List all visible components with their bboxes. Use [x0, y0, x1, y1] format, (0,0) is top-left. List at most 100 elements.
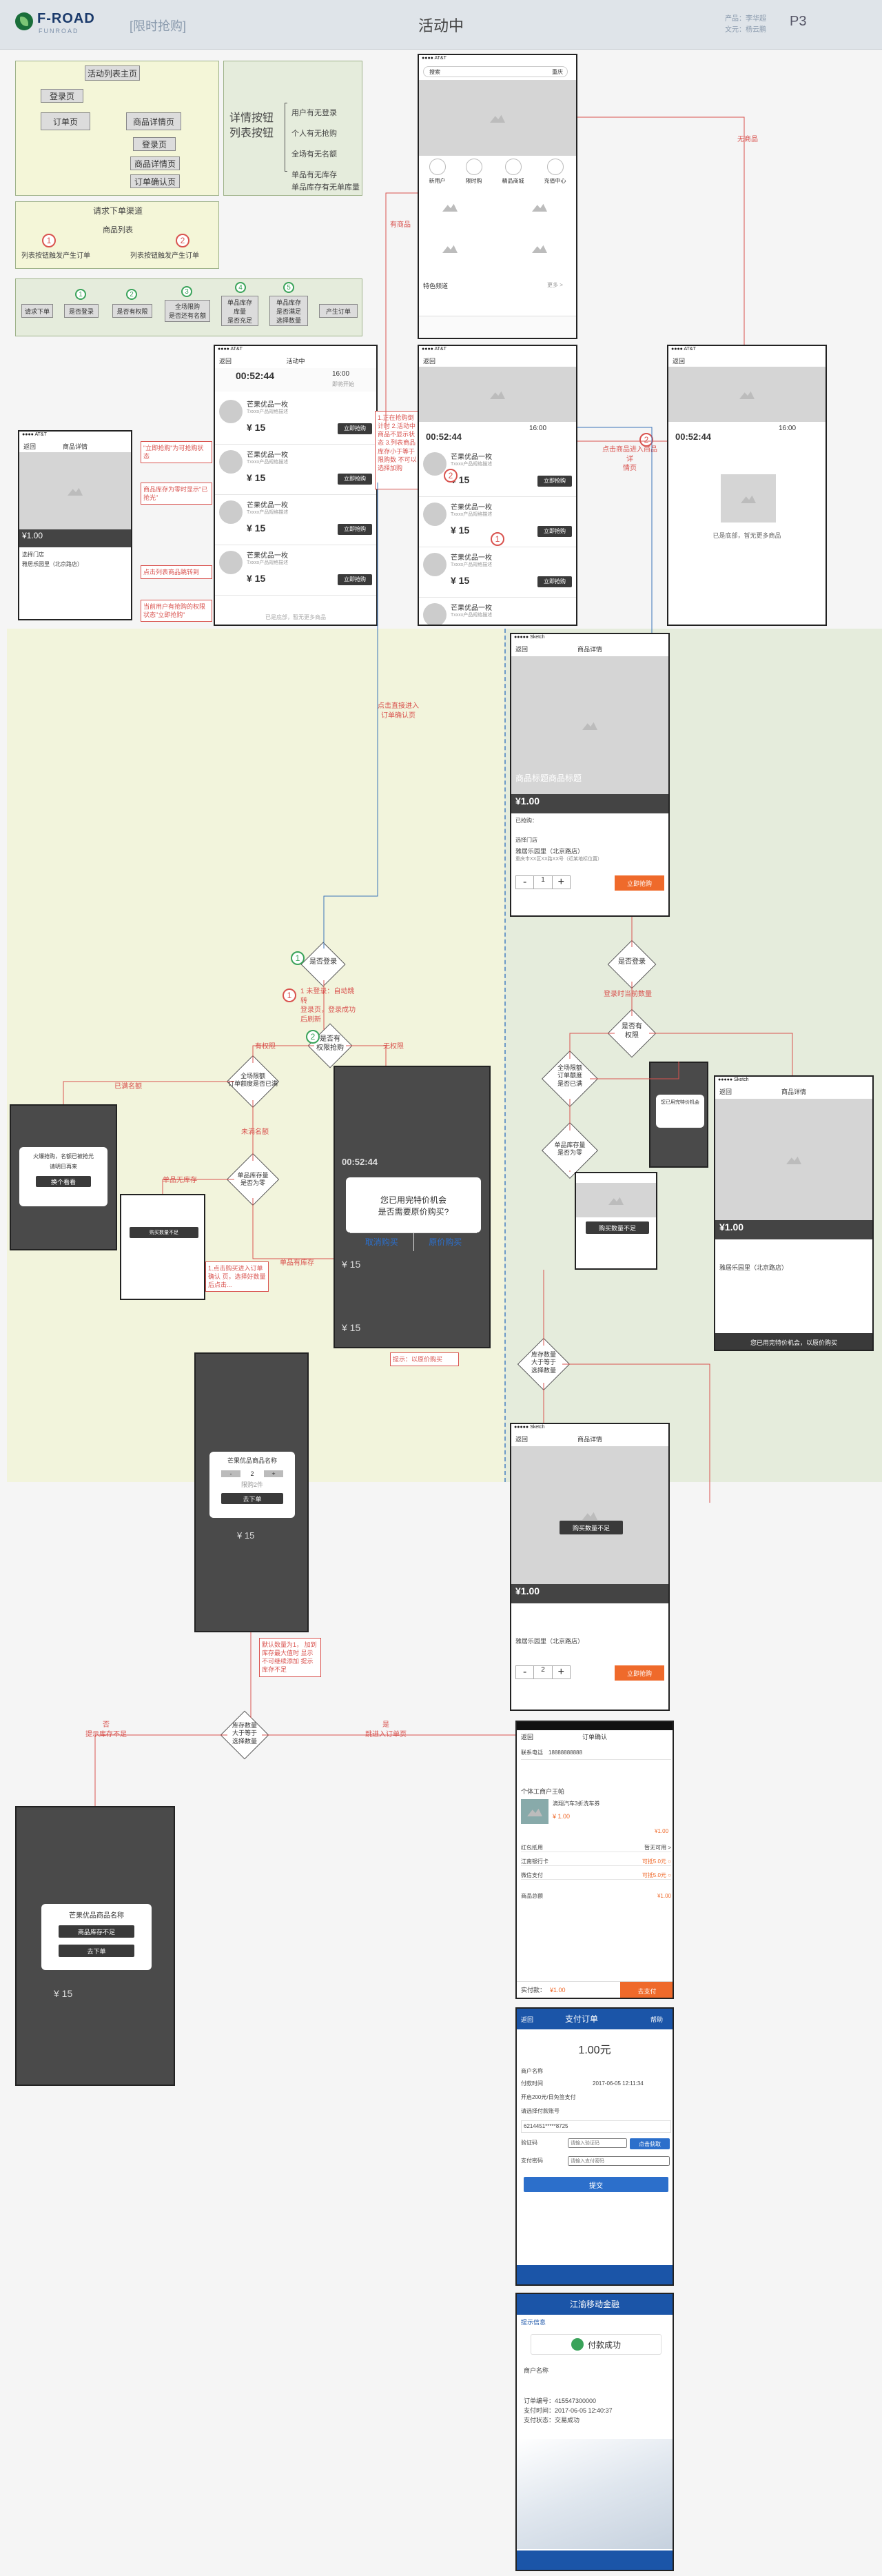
more-link[interactable]: 更多 > — [547, 282, 563, 288]
get-code-button[interactable]: 点击获取 — [630, 2138, 670, 2149]
grid-image — [433, 193, 467, 221]
back-link[interactable]: 返回 — [219, 357, 232, 365]
node-order-list: 订单页 — [41, 112, 90, 130]
notice-button[interactable]: 您已用完特价机会，以原价购买 — [715, 1333, 872, 1350]
banner-image[interactable] — [419, 80, 576, 156]
back-link[interactable]: 返回 — [521, 2016, 534, 2023]
buy-button[interactable]: 立即抢购 — [338, 574, 372, 585]
confirm-button[interactable]: 原价购买 — [429, 1237, 462, 1247]
quantity-stepper[interactable]: - 2 + — [515, 1665, 571, 1679]
flow-label: 登录时当前数量 — [604, 991, 652, 998]
code-input[interactable] — [568, 2138, 627, 2148]
product-image — [511, 1446, 668, 1584]
pay-title: 支付订单 — [565, 2014, 599, 2024]
checkout-button[interactable]: 去下单 — [59, 1945, 134, 1957]
back-link[interactable]: 返回 — [423, 357, 436, 365]
section-tag: [限时抢购] — [130, 19, 187, 33]
bank-row[interactable]: 江南银行卡可抵5.0元 ○ — [521, 1858, 671, 1867]
search-input[interactable]: 搜索 重庆 — [423, 66, 568, 77]
annotation: 默认数量为1， 加到库存最大值时 显示不可继续添加 提示库存不足 — [259, 1638, 321, 1677]
item-thumb — [423, 452, 447, 476]
category-item[interactable]: 精品商城 — [502, 159, 524, 185]
logo-icon — [15, 12, 33, 30]
process-flow: 请求下单 是否登录 是否有权限 全场限购 是否还有名额 单品库存 库量 是否充足… — [15, 278, 362, 336]
buy-now-button[interactable]: 立即抢购 — [615, 875, 664, 891]
nav-bar: 返回 商品详情 — [511, 1432, 668, 1445]
price: ¥1.00 — [515, 795, 540, 807]
help-link[interactable]: 帮助 — [650, 2016, 664, 2023]
back-link[interactable]: 返回 — [23, 443, 37, 450]
product-image — [19, 452, 131, 529]
time-label: 付款时间 — [521, 2080, 543, 2087]
banner-image — [668, 367, 825, 422]
category-item[interactable]: 新用户 — [429, 159, 446, 185]
toast: 购买数量不足 — [560, 1521, 623, 1534]
session-time: 16:00 — [779, 425, 797, 432]
node-product-detail-2: 商品详情页 — [130, 156, 180, 170]
city-select[interactable]: 重庆 — [552, 69, 563, 75]
points-row[interactable]: 开启200元/日免签支付 — [521, 2094, 576, 2100]
pay-button[interactable]: 去支付 — [620, 1982, 673, 1998]
phone-order-confirm: 返回 订单确认 联系电话 18888888888 个体工商户王帕 滴翔汽车3折洗… — [515, 1721, 674, 1999]
checkout-button[interactable]: 去下单 — [221, 1493, 283, 1504]
shop-name: 个体工商户王帕 — [521, 1788, 565, 1795]
submit-button[interactable]: 提交 — [524, 2177, 668, 2192]
buy-button[interactable]: 立即抢购 — [338, 423, 372, 434]
card-select[interactable]: 6214451*****8725 — [521, 2120, 671, 2133]
annotation: 1.点击购买进入订单确认 页，选择好数量 后点击... — [205, 1261, 269, 1292]
phone-detail-notice: ●●●●● Sketch 返回 商品详情 ¥1.00 雅居乐园里（北京路店） 您… — [714, 1075, 874, 1351]
store-name: 雅居乐园里（北京路店） — [719, 1264, 788, 1271]
buy-button[interactable]: 立即抢购 — [537, 526, 572, 537]
legend-item: 单品有无库存 — [291, 171, 337, 179]
buy-button[interactable]: 立即抢购 — [338, 524, 372, 535]
quantity-stepper[interactable]: -2+ — [214, 1470, 291, 1477]
back-link[interactable]: 返回 — [673, 357, 686, 365]
success-status: 付款成功 — [531, 2334, 662, 2355]
product-image — [715, 1099, 872, 1220]
item-thumb — [219, 551, 243, 574]
back-link[interactable]: 返回 — [515, 1435, 529, 1443]
back-link[interactable]: 返回 — [719, 1088, 732, 1095]
buy-button[interactable]: 立即抢购 — [338, 474, 372, 485]
item-price: ¥ 15 — [451, 575, 470, 586]
card-label: 请选择付款账号 — [521, 2108, 560, 2114]
item-price: ¥ 15 — [247, 472, 266, 483]
decision-label: 是否有 权限 — [622, 1023, 642, 1039]
buy-button[interactable]: 立即抢购 — [537, 576, 572, 587]
quantity-stepper[interactable]: - 1 + — [515, 875, 571, 889]
decorative-graphic — [517, 2439, 673, 2549]
step-circle: 2 — [639, 433, 653, 447]
coupon-row[interactable]: 红包抵用暂无可用 > — [521, 1845, 671, 1853]
request-channel-box: 请求下单渠道 商品列表 1 2 列表按钮触发产生订单 列表按钮触发产生订单 — [15, 201, 219, 269]
category-item[interactable]: 限时购 — [465, 159, 482, 185]
item-name: 芒果优品一枚 — [451, 605, 492, 612]
modal-button[interactable]: 换个看看 — [36, 1176, 91, 1187]
toast: 您已用完特价机会 — [656, 1095, 704, 1128]
back-link[interactable]: 返回 — [515, 645, 529, 653]
nav-title: 活动中 — [286, 357, 305, 365]
password-input[interactable] — [568, 2156, 670, 2166]
cancel-button[interactable]: 取消购买 — [350, 1233, 414, 1251]
nav-title: 商品详情 — [62, 443, 88, 450]
buy-now-button[interactable]: 立即抢购 — [615, 1665, 664, 1681]
nav-bar: 返回 商品详情 — [19, 440, 131, 452]
pay-time: 2017-06-05 12:11:34 — [593, 2080, 644, 2087]
wechat-row[interactable]: 微信支付可抵5.0元 ○ — [521, 1872, 671, 1880]
buy-button[interactable]: 立即抢购 — [537, 476, 572, 487]
phone-toast-qty: 购买数量不足 — [575, 1172, 657, 1270]
phone-toast-soldout: 您已用完特价机会 — [649, 1062, 708, 1168]
back-link[interactable]: 返回 — [521, 1733, 534, 1741]
category-item[interactable]: 充值中心 — [544, 159, 566, 185]
step-circle: 1 — [42, 234, 56, 247]
status-bar: ●●●●● Sketch — [715, 1077, 872, 1085]
